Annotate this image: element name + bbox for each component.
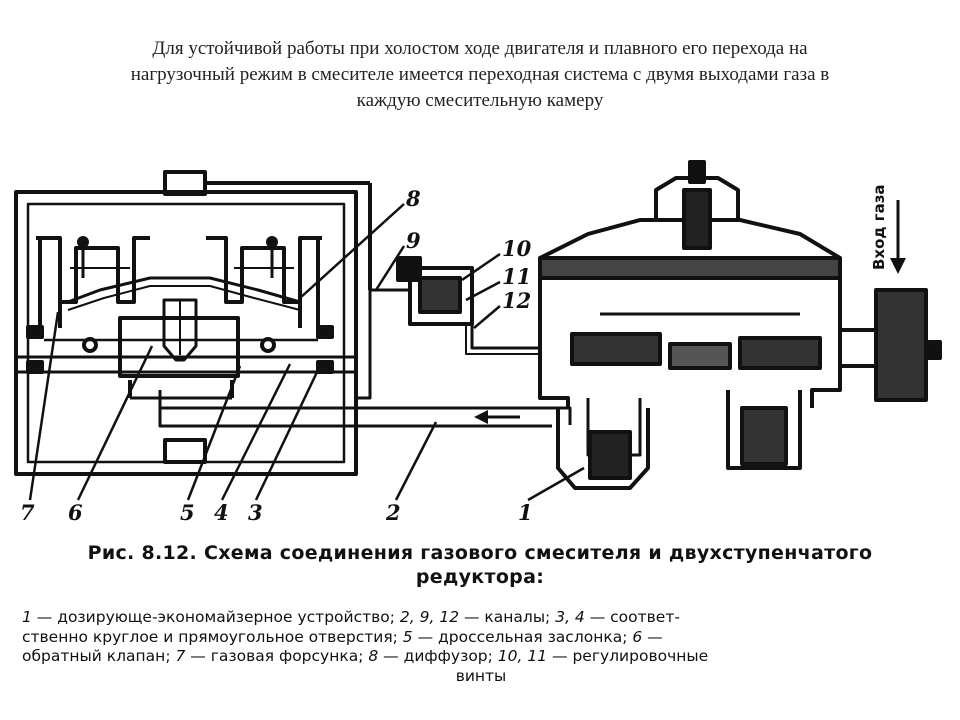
callout-8: 8 [405, 186, 421, 211]
gas-channels [158, 288, 572, 428]
mixer-reducer-scheme: Вход газа 8 9 10 11 12 7 6 5 4 3 2 1 [14, 160, 942, 525]
legend-line-1: 1 — дозирующе-экономайзерное устройство;… [22, 608, 940, 628]
legend-number: 7 [175, 647, 186, 665]
callout-3: 3 [248, 500, 263, 525]
gas-inlet-arrow [890, 200, 906, 274]
legend-number: 1 [22, 608, 32, 626]
legend-text: — [642, 627, 663, 646]
figure-legend: 1 — дозирующе-экономайзерное устройство;… [22, 608, 940, 686]
slide-title-line-2: нагрузочный режим в смесителе имеется пе… [130, 64, 830, 85]
right-mixing-chamber [206, 236, 322, 328]
gas-nozzle-block [118, 298, 240, 400]
two-stage-reducer [538, 160, 842, 490]
figure-caption-line-2: редуктора: [415, 566, 545, 588]
callout-7: 7 [20, 500, 35, 525]
legend-text: ственно круглое и прямоугольное отверсти… [22, 627, 403, 646]
figure-caption-title: Рис. 8.12. Схема соединения газового сме… [18, 541, 942, 589]
callout-11: 11 [502, 264, 531, 289]
callout-9: 9 [406, 228, 421, 253]
callout-leaders [28, 203, 585, 502]
legend-text: — диффузор; [378, 647, 498, 665]
callout-10: 10 [502, 236, 532, 261]
figure-caption-line-1: Рис. 8.12. Схема соединения газового сме… [87, 542, 873, 564]
diffuser [67, 276, 301, 311]
gas-inlet-label: Вход газа [870, 184, 888, 270]
callout-2: 2 [385, 500, 401, 525]
legend-number: 6 [632, 627, 643, 646]
gas-inlet-connector [838, 288, 942, 402]
slide-title-line-1: Для устойчивой работы при холостом ходе … [152, 38, 808, 59]
legend-line-2: ственно круглое и прямоугольное отверсти… [22, 628, 940, 648]
legend-number: 3, 4 [555, 608, 585, 626]
legend-text: — дроссельная заслонка; [412, 627, 633, 646]
callout-4: 4 [214, 500, 229, 525]
legend-number: 8 [368, 647, 379, 665]
legend-text: — соответ- [584, 608, 680, 626]
callout-1: 1 [518, 500, 533, 525]
legend-text: — регулировочные [547, 647, 709, 665]
left-mixing-chamber [36, 236, 150, 328]
legend-line-3: обратный клапан; 7 — газовая форсунка; 8… [22, 647, 940, 667]
flow-arrow [474, 410, 520, 424]
legend-number: 5 [402, 627, 413, 646]
legend-line-4: винты [22, 667, 940, 687]
slide-title: Для устойчивой работы при холостом ходе … [40, 36, 920, 114]
legend-text: — каналы; [459, 608, 556, 626]
callout-12: 12 [502, 288, 531, 313]
legend-number: 10, 11 [497, 647, 548, 665]
legend-number: 2, 9, 12 [399, 608, 460, 626]
legend-text: винты [455, 666, 507, 685]
slide-title-line-3: каждую смесительную камеру [356, 90, 604, 111]
legend-text: — газовая форсунка; [185, 647, 369, 665]
callout-5: 5 [180, 500, 195, 525]
adjusting-screws-block [396, 256, 474, 326]
throttle-valve [26, 325, 334, 374]
legend-text: обратный клапан; [22, 647, 176, 665]
legend-text: — дозирующе-экономайзерное устройство; [31, 608, 400, 626]
callout-6: 6 [68, 500, 83, 525]
